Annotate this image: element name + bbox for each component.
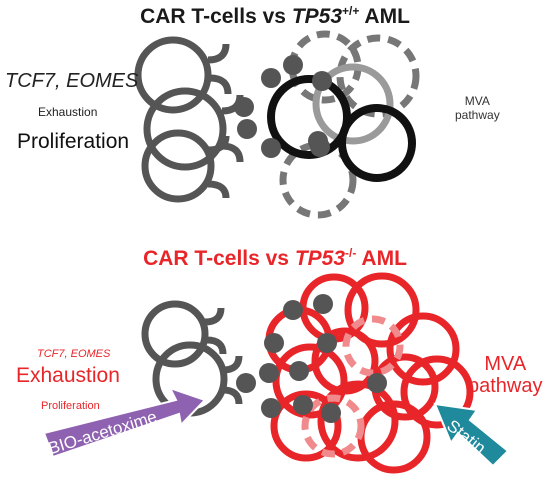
antigen-dot <box>289 361 309 381</box>
knockout-diagram <box>42 272 510 474</box>
title-suffix: AML <box>356 247 407 270</box>
label-mva-line2: pathway <box>455 108 500 122</box>
car-receptor <box>207 43 230 64</box>
aml-cell <box>344 272 420 348</box>
aml-cell <box>270 390 342 462</box>
label-mva-line1: MVA <box>464 94 490 108</box>
title-gene: TP53 <box>294 247 346 270</box>
panel-title-knockout: CAR T-cells vs TP53-/- AML <box>0 246 550 271</box>
label-genes: TCF7, EOMES <box>5 70 139 92</box>
title-suffix: AML <box>359 5 410 28</box>
wildtype-diagram <box>134 30 420 219</box>
label-exhaustion: Exhaustion <box>38 105 98 119</box>
tcell-middle <box>143 87 227 171</box>
aml-cells-solid <box>267 63 416 182</box>
title-genotype: -/- <box>345 246 357 260</box>
aml-cell-light <box>312 63 394 145</box>
antigen-dot <box>236 373 256 393</box>
label-genes: TCF7, EOMES <box>37 348 111 360</box>
aml-cell-dashed <box>279 141 357 219</box>
antigen-dot <box>293 395 313 415</box>
aml-cell-dashed <box>342 315 404 377</box>
car-receptor <box>207 135 230 154</box>
antigen-dot <box>367 373 387 393</box>
car-receptor <box>209 74 232 95</box>
aml-cell <box>311 327 379 395</box>
antigen-dots <box>234 55 332 158</box>
label-mva-pathway: MVA pathway <box>468 353 543 397</box>
antigen-dot <box>261 138 281 158</box>
aml-cell-dashed <box>336 34 420 118</box>
antigen-dot <box>313 294 333 314</box>
aml-cell <box>386 312 460 386</box>
title-prefix: CAR T-cells vs <box>140 5 292 28</box>
car-tcell-cluster <box>134 36 244 203</box>
antigen-dot <box>259 363 279 383</box>
aml-cell <box>400 355 474 429</box>
antigen-dot <box>317 333 337 353</box>
antigen-dot <box>264 333 284 353</box>
label-mva-line1: MVA <box>484 353 527 375</box>
aml-cell <box>272 343 348 419</box>
statin-arrow <box>433 402 510 468</box>
antigen-dot <box>234 97 254 117</box>
label-exhaustion: Exhaustion <box>16 364 120 387</box>
knockout-panel: CAR T-cells vs TP53-/- AML <box>0 240 550 504</box>
label-mva-line2: pathway <box>468 375 543 397</box>
aml-cells-red-dashed <box>301 315 404 458</box>
aml-cell-dashed <box>301 394 365 458</box>
tcell-upper <box>141 300 209 368</box>
tcell-lower <box>141 129 215 203</box>
title-prefix: CAR T-cells vs <box>143 247 295 270</box>
car-receptor <box>204 307 225 326</box>
aml-cell <box>338 104 416 182</box>
antigen-dot <box>261 68 281 88</box>
panel-title-wildtype: CAR T-cells vs TP53+/+ AML <box>0 4 550 29</box>
antigen-dot <box>321 403 341 423</box>
title-gene: TP53 <box>291 5 343 28</box>
wildtype-panel: CAR T-cells vs TP53+/+ AML <box>0 0 550 240</box>
car-receptor <box>222 355 243 374</box>
car-receptor <box>222 386 243 405</box>
tcell-upper <box>134 36 212 114</box>
antigen-dots <box>236 294 387 423</box>
car-receptor <box>206 336 227 355</box>
aml-cell <box>267 75 351 159</box>
label-mva-pathway: MVA pathway <box>455 94 500 122</box>
label-proliferation: Proliferation <box>41 400 100 412</box>
label-proliferation: Proliferation <box>17 130 130 153</box>
antigen-dot <box>283 55 303 75</box>
title-genotype: +/+ <box>342 4 360 18</box>
antigen-dot <box>312 71 332 91</box>
antigen-dot <box>261 398 281 418</box>
aml-cell <box>317 380 399 462</box>
car-receptor <box>207 180 230 199</box>
bio-acetoxime-arrow <box>42 386 207 459</box>
antigen-dot <box>237 119 257 139</box>
antigen-dot <box>310 137 330 157</box>
antigen-dot <box>283 300 303 320</box>
